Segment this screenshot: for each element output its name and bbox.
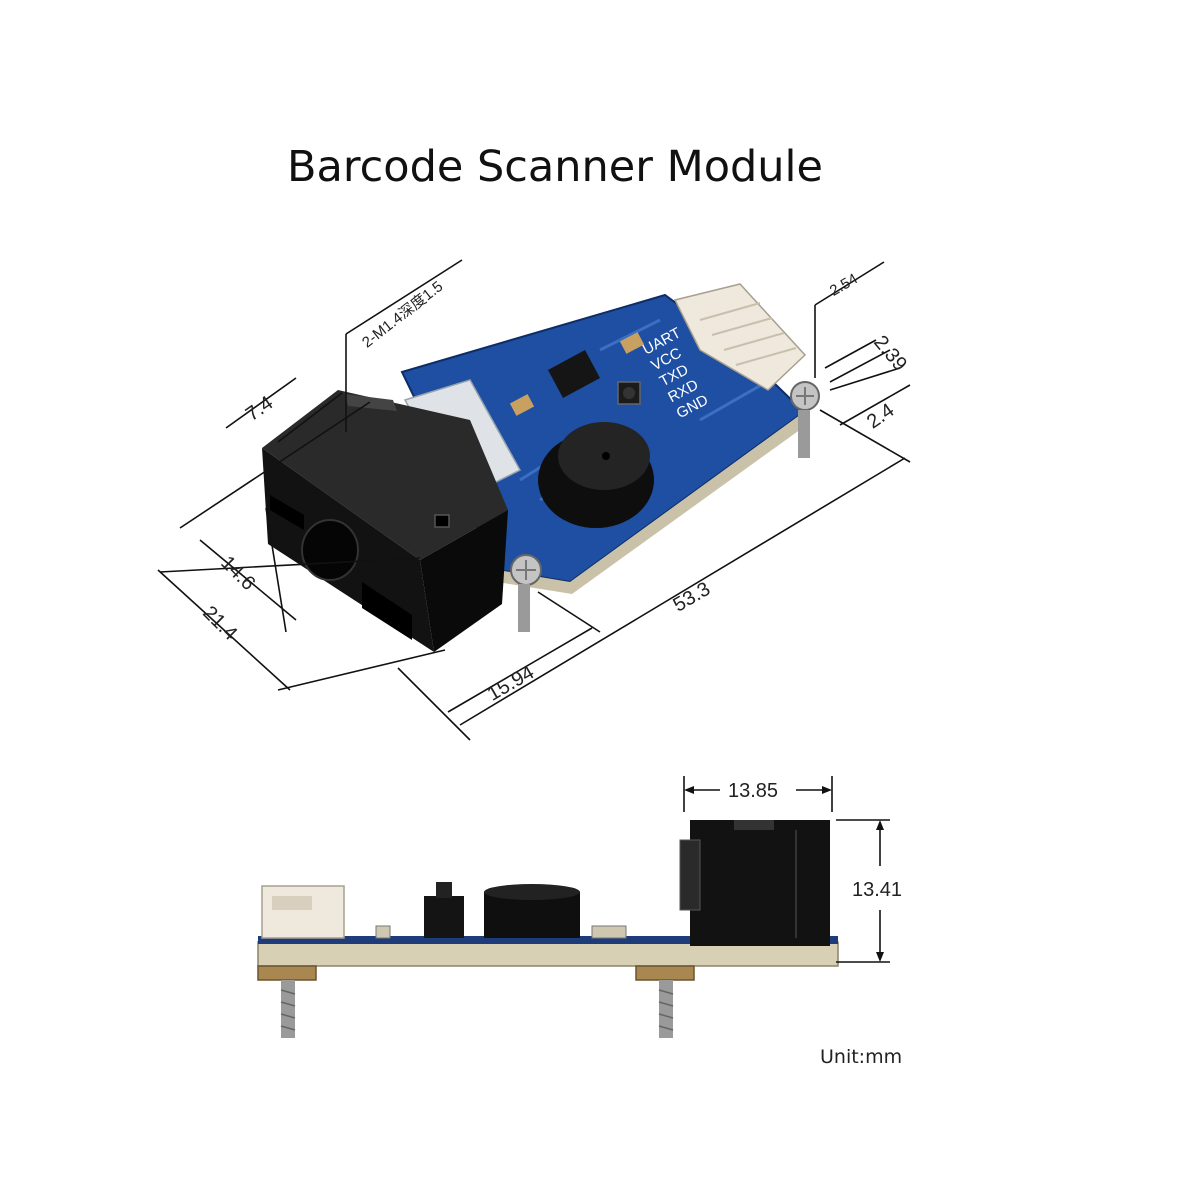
side-screw — [257, 965, 317, 1038]
voltage-regulator — [548, 350, 600, 398]
side-dimension-lines — [683, 776, 890, 963]
scanner-engine — [262, 390, 508, 652]
dimension-label: 15.94 — [484, 661, 538, 705]
dimension-label: 13.41 — [852, 879, 902, 901]
dimension-label: 13.85 — [728, 780, 778, 802]
side-component — [591, 925, 627, 939]
side-connector — [261, 885, 345, 939]
component-pad — [509, 394, 535, 416]
buzzer — [538, 422, 654, 528]
hole-note: 2-M1.4深度1.5 — [359, 278, 446, 351]
side-buzzer — [484, 884, 580, 938]
side-scanner — [679, 820, 830, 946]
dimension-label: 2.39 — [869, 331, 911, 375]
side-component — [375, 925, 391, 939]
page-title: Barcode Scanner Module — [287, 142, 823, 192]
scanner-lens — [301, 519, 359, 581]
side-view: 13.85 13.41 — [257, 776, 902, 1038]
dimension-label: 7.4 — [242, 392, 277, 426]
mounting-screw — [510, 554, 542, 632]
dimension-label: 21.4 — [198, 602, 241, 645]
component-pad — [619, 332, 645, 354]
dimension-lines — [157, 259, 911, 741]
side-screw — [635, 965, 695, 1038]
top-view: UART VCC TXD RXD GND — [157, 259, 911, 741]
dimension-label: 2.4 — [863, 399, 898, 433]
unit-label: Unit:mm — [820, 1046, 903, 1068]
connector — [673, 283, 807, 391]
side-button — [424, 896, 464, 938]
dimension-label: 53.3 — [669, 578, 714, 617]
mounting-screw — [790, 381, 820, 458]
dimension-label: 2.54 — [827, 270, 861, 299]
